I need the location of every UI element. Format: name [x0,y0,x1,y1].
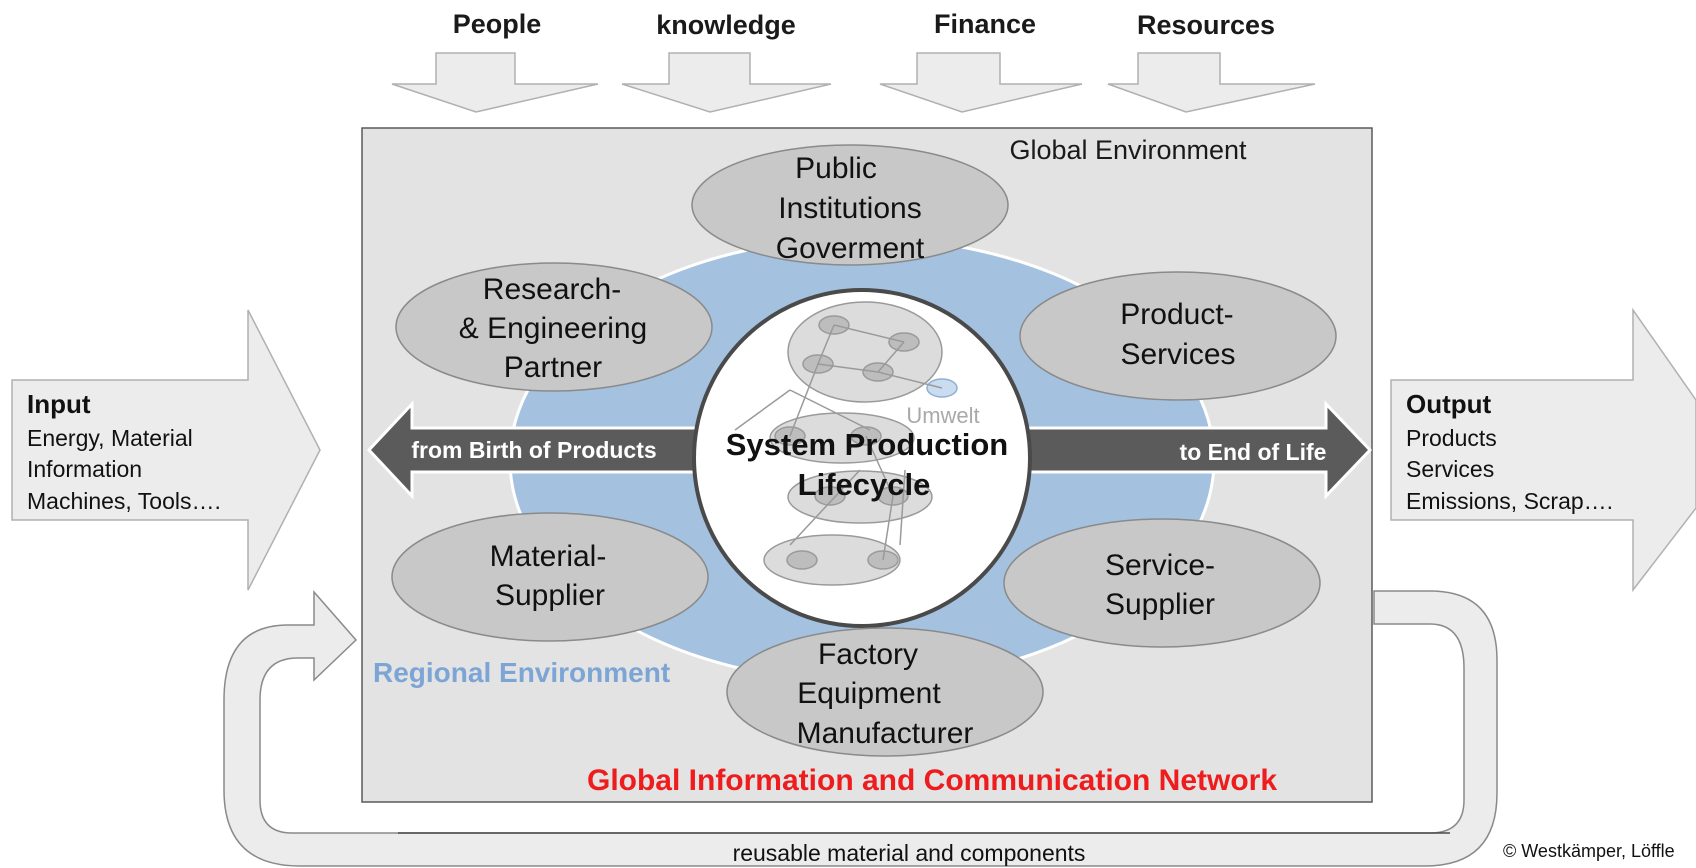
lifecycle-network-sketch [734,301,958,586]
service-supplier-line2: Supplier [1105,588,1215,621]
knowledge-arrow [621,52,832,113]
sketch-link [877,371,943,389]
output-line3: Emissions, Scrap…. [1406,488,1613,514]
actor-labels: Public Institutions Goverment Research- … [459,152,1236,750]
center-title-line1: System Production [726,427,1009,462]
research-line1: Research- [483,273,621,306]
input-title: Input [27,389,91,419]
loop-label: reusable material and components [733,840,1086,866]
global-environment-label: Global Environment [1009,135,1247,165]
product-services-line1: Product- [1120,298,1233,331]
factory-line1: Factory [818,638,918,671]
public-line1: Public [795,152,877,185]
resources-arrow [1107,52,1316,113]
finance-arrow [879,52,1083,113]
sketch-link [734,389,791,431]
output-line2: Services [1406,456,1494,482]
top-input-knowledge: knowledge [656,10,796,40]
sketch-link [865,435,894,497]
sketch-node [814,486,846,506]
sketch-link [899,469,906,546]
sketch-link [817,324,835,365]
copyright-text: © Westkämper, Löffle [1503,841,1675,861]
public-line2: Institutions [778,192,921,225]
factory-line3: Manufacturer [797,717,974,750]
public-line3: Goverment [776,232,925,265]
input-line2: Information [27,456,142,482]
node-material-supplier [391,512,709,642]
material-line2: Supplier [495,579,605,612]
input-arrow [11,309,321,591]
top-input-arrows [391,52,1316,113]
regional-environment-label: Regional Environment [373,657,670,688]
lifecycle-arrow-right-label: to End of Life [1180,439,1327,465]
output-line1: Products [1406,425,1497,451]
center-title-line2: Lifecycle [798,467,931,502]
research-line3: Partner [504,351,602,384]
top-input-people: People [453,9,542,39]
umwelt-label: Umwelt [906,403,979,428]
material-line1: Material- [490,540,607,573]
node-service-supplier [1003,518,1321,648]
research-line2: & Engineering [459,312,647,345]
input-line3: Machines, Tools…. [27,488,221,514]
sketch-link [789,389,871,431]
service-supplier-line1: Service- [1105,549,1215,582]
output-title: Output [1406,389,1492,419]
sketch-link [833,324,905,343]
actor-nodes [391,144,1337,757]
sketch-cluster-middle [769,412,915,464]
top-input-labels: People knowledge Finance Resources [453,9,1275,40]
sketch-link [882,495,894,561]
factory-line2: Equipment [797,677,941,710]
node-public-institutions [691,144,1009,266]
sketch-link [789,469,861,546]
sketch-node [786,550,818,570]
sketch-cluster-top [787,301,943,403]
product-services-line2: Services [1120,338,1235,371]
sketch-link [817,363,879,373]
sketch-link [789,363,819,437]
sketch-cluster-bottom [763,534,901,586]
lifecycle-arrow-left-label: from Birth of Products [411,437,656,463]
node-factory-equipment [726,627,1044,757]
input-line1: Energy, Material [27,425,193,451]
top-input-finance: Finance [934,9,1036,39]
output-arrow [1390,307,1696,593]
node-research-partner [395,262,713,392]
sketch-link [877,341,905,373]
top-input-resources: Resources [1137,10,1275,40]
network-label: Global Information and Communication Net… [587,764,1277,797]
node-product-services [1019,271,1337,401]
reuse-loop-arrow [223,590,1498,867]
people-arrow [391,52,599,113]
